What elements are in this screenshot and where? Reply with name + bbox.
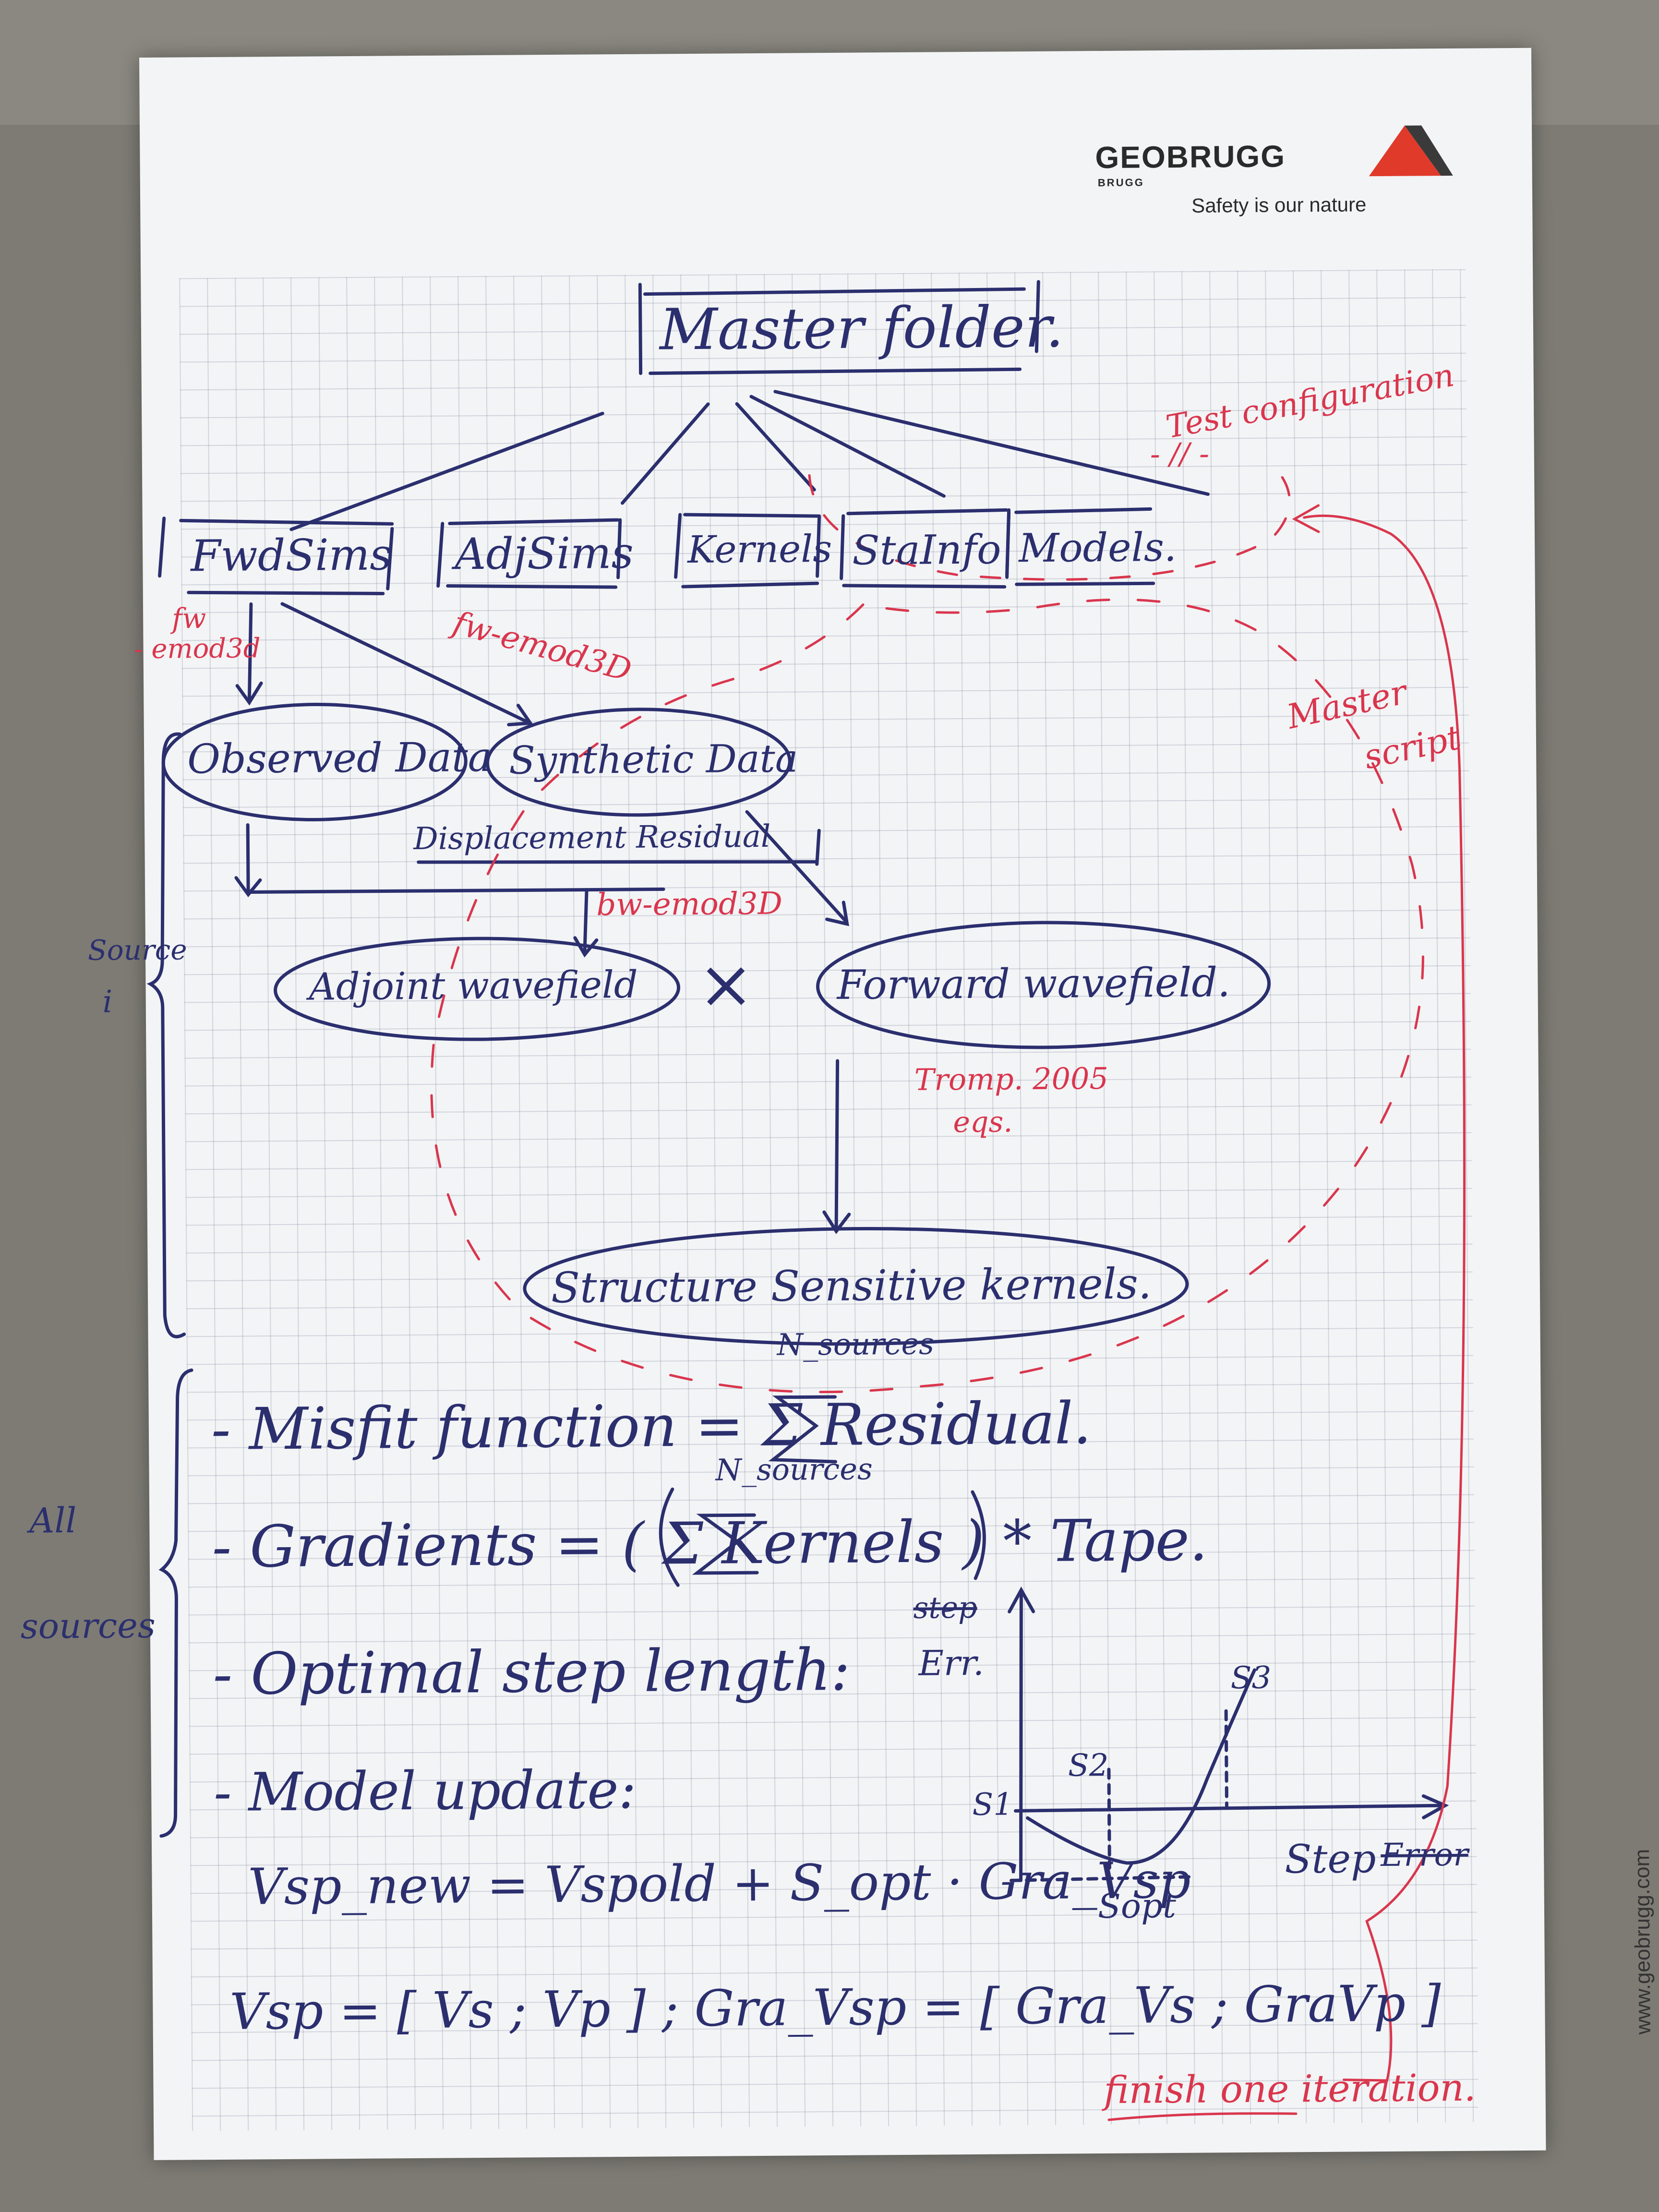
- plot-xlabel-struck: Error: [1380, 1836, 1469, 1874]
- all-sources-brace: [158, 1368, 193, 1838]
- gradients-line: - Gradients = ( Σ Kernels ) * Tape.: [212, 1507, 1208, 1581]
- forward-ellipse: [816, 921, 1271, 1049]
- plot-guides: [1010, 1709, 1228, 1882]
- sigma-gradients: [692, 1513, 759, 1575]
- adjoint-ellipse: [274, 937, 681, 1041]
- model-update-line: - Model update:: [213, 1758, 637, 1824]
- stainfo-box: [840, 508, 1011, 589]
- kernels-label: Kernels: [687, 527, 832, 572]
- residual-bracket: [417, 829, 821, 866]
- edge-master-kernels: [735, 402, 816, 492]
- source-label: Source: [87, 933, 187, 967]
- finish-iteration-label: finish one iteration.: [1104, 2066, 1476, 2113]
- arrow-to-structure: [822, 1059, 851, 1235]
- vsp-new-equation: Vsp_new = Vspold + S_opt · Gra_Vsp: [248, 1851, 1191, 1916]
- kernels-box: [674, 513, 821, 589]
- arrow-fwd-synthetic: [280, 602, 534, 727]
- misfit-sup: N_sources: [777, 1326, 935, 1362]
- master-folder-label: Master folder.: [659, 293, 1064, 363]
- plot-y-axis: [1008, 1587, 1035, 1882]
- observed-data-label: Observed Data: [187, 733, 493, 783]
- adjoint-wavefield-label: Adjoint wavefield: [309, 963, 638, 1009]
- structure-ellipse: [523, 1227, 1189, 1346]
- paren-close: [971, 1490, 986, 1580]
- brand-logo-icon: [1369, 125, 1453, 177]
- tromp-label: Tromp. 2005: [914, 1060, 1109, 1097]
- misfit-line: - Misfit function = Σ Residual.: [211, 1390, 1092, 1464]
- models-box: [1005, 507, 1155, 586]
- plot-s2-label: S2: [1068, 1747, 1109, 1784]
- plot-ylabel-struck: step: [913, 1589, 977, 1625]
- plot-curve: [1026, 1668, 1257, 1865]
- fw-label: fw: [171, 602, 206, 635]
- plot-s3-label: S3: [1230, 1660, 1272, 1696]
- diagram-ink: [146, 280, 1466, 2121]
- source-brace: [146, 732, 186, 1338]
- edge-master-fwd: [289, 411, 604, 531]
- test-configuration-ditto: - // -: [1150, 436, 1210, 472]
- iteration-return-arrow: [1292, 504, 1466, 2082]
- paper-sheet: GEOBRUGG BRUGG Safety is our nature www.…: [21, 48, 1655, 2160]
- fwd-box: [158, 517, 394, 595]
- paren-open: [659, 1487, 680, 1587]
- adjsims-label: AdjSims: [454, 528, 634, 580]
- brand-url: www.geobrugg.com: [1630, 1849, 1655, 2035]
- gradients-sup: N_sources: [715, 1451, 873, 1488]
- optimal-step-line: - Optimal step length:: [213, 1636, 851, 1708]
- times-symbol: ×: [697, 945, 755, 1024]
- arrow-observed-residual: [234, 823, 665, 898]
- edge-master-adj: [621, 402, 710, 505]
- plot-s1-label: S1: [972, 1787, 1013, 1823]
- edge-master-stainfo: [749, 395, 946, 498]
- vsp-definition: Vsp = [ Vs ; Vp ] ; Gra_Vsp = [ Gra_Vs ;…: [229, 1974, 1442, 2041]
- edge-master-models: [773, 390, 1210, 496]
- master-folder-box: [638, 280, 1040, 375]
- plot-sopt-label: Sopt: [1097, 1886, 1177, 1926]
- forward-wavefield-label: Forward wavefield.: [837, 959, 1231, 1009]
- finish-underline: [1107, 2112, 1298, 2121]
- sources-label: sources: [20, 1605, 156, 1647]
- plot-x-axis: [1014, 1794, 1449, 1819]
- sigma-misfit: [768, 1395, 837, 1464]
- adj-box: [436, 518, 622, 589]
- stainfo-label: StaInfo: [852, 526, 1001, 574]
- plot-xlabel: Step: [1284, 1836, 1376, 1883]
- displacement-residual-label: Displacement Residual: [413, 818, 771, 857]
- synthetic-data-label: Synthetic Data: [508, 736, 798, 783]
- all-label: All: [29, 1500, 77, 1541]
- bw-emod3d-label: bw-emod3D: [596, 886, 783, 923]
- fwdsims-label: FwdSims: [190, 529, 392, 582]
- fw-emod3d-left-label: - emod3d: [133, 633, 261, 665]
- models-label: Models.: [1018, 524, 1177, 572]
- tromp-eqs-label: eqs.: [953, 1105, 1013, 1140]
- synthetic-ellipse: [485, 708, 792, 817]
- structure-kernels-label: Structure Sensitive kernels.: [551, 1259, 1152, 1313]
- master-script-loop: [430, 598, 1424, 1394]
- plot-ylabel: Err.: [918, 1642, 985, 1683]
- arrow-fwd-observed: [235, 602, 263, 706]
- source-index-label: i: [102, 984, 113, 1020]
- arrow-synthetic-forward: [745, 810, 849, 926]
